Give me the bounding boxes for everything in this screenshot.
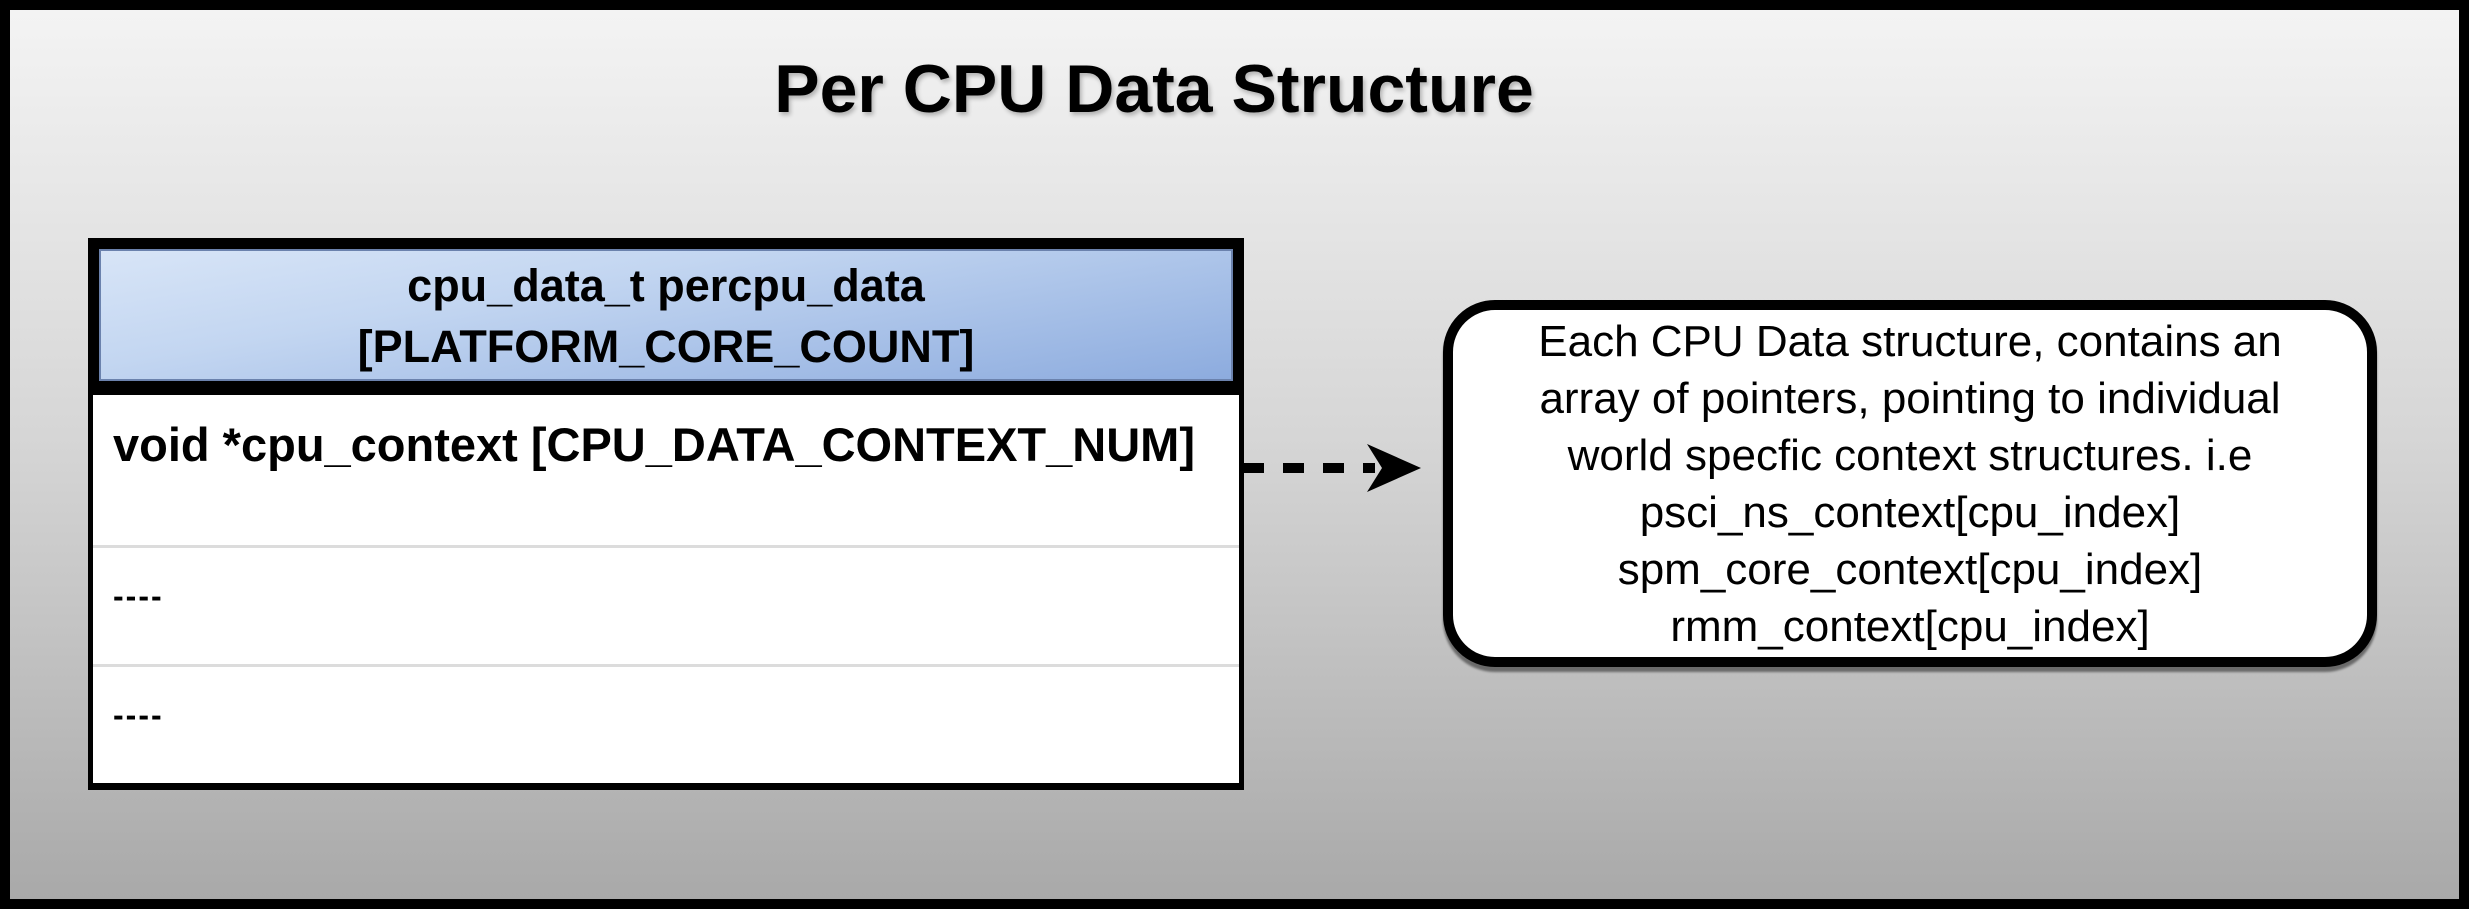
struct-table-body: void *cpu_context [CPU_DATA_CONTEXT_NUM]… [88,392,1244,790]
note-line: array of pointers, pointing to individua… [1539,373,2281,423]
diagram-title: Per CPU Data Structure [774,51,1534,127]
note-line: spm_core_context[cpu_index] [1617,544,2203,594]
table-row: ---- [93,664,1239,783]
dashed-right-arrow-icon [1243,444,1421,492]
struct-table-header-line-1: cpu_data_t percpu_data [407,260,925,311]
note-line: psci_ns_context[cpu_index] [1639,487,2181,537]
note-line: world specfic context structures. i.e [1567,430,2253,480]
table-row-label: ---- [113,697,164,733]
table-row-label: void *cpu_context [CPU_DATA_CONTEXT_NUM] [113,418,1195,471]
table-row-label: ---- [113,578,164,614]
struct-table-header-line-2: [PLATFORM_CORE_COUNT] [357,321,975,372]
table-row: void *cpu_context [CPU_DATA_CONTEXT_NUM] [93,395,1239,545]
struct-table-header: cpu_data_t percpu_data [PLATFORM_CORE_CO… [88,238,1244,392]
note-box: Each CPU Data structure, contains an arr… [1443,300,2377,667]
note-line: rmm_context[cpu_index] [1670,601,2150,651]
table-row: ---- [93,545,1239,664]
note-line: Each CPU Data structure, contains an [1538,316,2282,366]
